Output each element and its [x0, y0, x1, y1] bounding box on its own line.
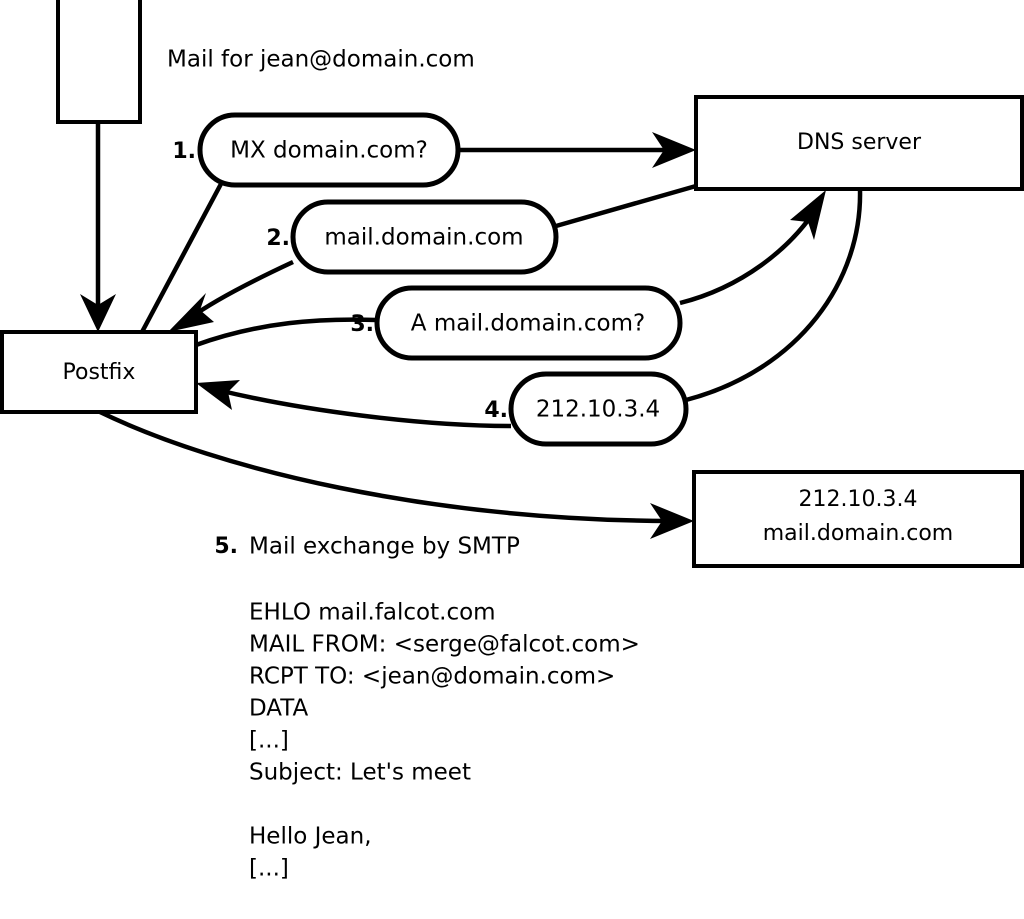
- edge-dns-to-answer4: [685, 189, 863, 403]
- transcript-line: RCPT TO: <jean@domain.com>: [249, 664, 615, 690]
- edge-postfix-to-target: [99, 409, 694, 539]
- node-target-mailserver: 212.10.3.4 mail.domain.com: [692, 470, 1024, 568]
- node-dns-server-label: DNS server: [797, 130, 922, 155]
- node-sender-box: [56, 0, 142, 124]
- step-bubble-3: A mail.domain.com? 3.: [350, 285, 683, 361]
- transcript-line: [...]: [249, 856, 289, 882]
- transcript-line: DATA: [249, 696, 309, 722]
- edge-answer4-to-postfix: [196, 380, 512, 429]
- transcript-line: EHLO mail.falcot.com: [249, 600, 496, 626]
- step-number-5: 5.: [214, 534, 238, 559]
- step-bubble-4-label: 212.10.3.4: [536, 397, 660, 423]
- edge-query3-to-dns: [679, 190, 826, 306]
- mail-for-caption: Mail for jean@domain.com: [167, 47, 475, 73]
- edge-dns-to-answer2: [555, 183, 697, 229]
- step-bubble-1-label: MX domain.com?: [230, 138, 428, 164]
- step-number-4: 4.: [484, 398, 508, 423]
- smtp-exchange-caption: Mail exchange by SMTP: [249, 534, 520, 560]
- edge-answer2-to-postfix: [168, 259, 294, 332]
- transcript-line: Hello Jean,: [249, 824, 372, 850]
- step-bubble-4: 212.10.3.4 4.: [484, 371, 689, 447]
- step-bubble-3-label: A mail.domain.com?: [411, 311, 645, 337]
- edge-query1-to-dns: [458, 132, 696, 168]
- node-dns-server: DNS server: [694, 95, 1024, 191]
- edge-postfix-to-query3: [195, 317, 378, 348]
- edge-sender-to-postfix: [80, 122, 116, 332]
- transcript-line: [...]: [249, 728, 289, 754]
- node-target-ip-label: 212.10.3.4: [799, 487, 918, 512]
- step-number-3: 3.: [350, 312, 374, 337]
- node-target-host-label: mail.domain.com: [763, 521, 954, 546]
- step-number-2: 2.: [266, 226, 290, 251]
- step-bubble-2-label: mail.domain.com: [324, 225, 523, 251]
- node-postfix: Postfix: [0, 330, 198, 414]
- step-number-1: 1.: [172, 139, 196, 164]
- edge-postfix-to-query1: [140, 180, 224, 334]
- transcript-line: Subject: Let's meet: [249, 760, 471, 786]
- node-postfix-label: Postfix: [63, 360, 136, 385]
- step-bubble-1: MX domain.com? 1.: [172, 112, 461, 188]
- step-bubble-2: mail.domain.com 2.: [266, 199, 559, 275]
- transcript-line: MAIL FROM: <serge@falcot.com>: [249, 632, 640, 658]
